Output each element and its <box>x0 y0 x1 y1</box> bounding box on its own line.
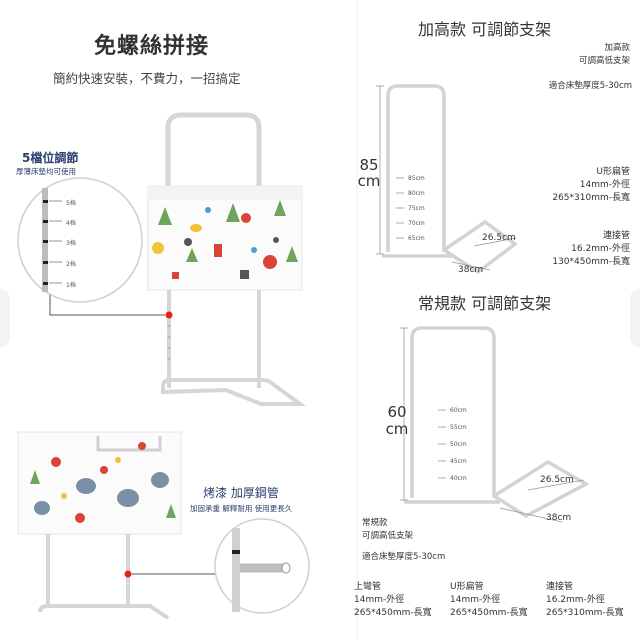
regular-tick-60: 60cm <box>450 407 467 414</box>
tall-tick-75: 75cm <box>408 205 425 212</box>
tall-tick-65: 65cm <box>408 235 425 242</box>
tall-height-unit: cm <box>357 172 381 190</box>
tall-spec2-size: 130*450mm-長寬 <box>552 257 630 267</box>
regular-height-unit: cm <box>385 420 409 438</box>
hero-subtitle: 簡約快速安裝，不費力，一招搞定 <box>53 71 241 86</box>
tall-spec1-size: 265*310mm-長寬 <box>552 193 630 203</box>
bedrail-product-bottom <box>17 431 215 620</box>
regular-tick-40: 40cm <box>450 475 467 482</box>
regular-spec1-dia: 14mm-外徑 <box>354 595 405 605</box>
tall-spec2-dia: 16.2mm-外徑 <box>571 244 630 254</box>
regular-spec1-size: 265*450mm-長寬 <box>354 608 432 618</box>
tall-tick-80: 80cm <box>408 190 425 197</box>
tall-spec1-dia: 14mm-外徑 <box>579 180 630 190</box>
regular-spec2-size: 265*450mm-長寬 <box>450 608 528 618</box>
regular-height-number: 60 <box>387 403 407 421</box>
adjust-level-5: 5档 <box>66 200 76 207</box>
adjust-level-2: 2档 <box>66 261 76 268</box>
adjust-subtitle: 厚薄床墊均可使用 <box>16 167 76 176</box>
carousel-prev-button[interactable] <box>0 288 10 348</box>
regular-base-width: 26.5cm <box>540 475 574 485</box>
tall-spec2-name: 連接管 <box>602 231 630 241</box>
regular-base-depth: 38cm <box>546 513 572 523</box>
tall-title: 加高款 可調節支架 <box>418 20 552 39</box>
regular-tick-45: 45cm <box>450 458 467 465</box>
tall-bracket-dimensions <box>376 85 517 271</box>
regular-tick-50: 50cm <box>450 441 467 448</box>
adjust-level-3: 3档 <box>66 240 76 247</box>
tall-base-depth: 38cm <box>458 265 484 275</box>
regular-bracket-diagram <box>404 326 590 519</box>
adjust-level-1: 1档 <box>66 282 76 289</box>
regular-title: 常規款 可調節支架 <box>418 294 552 313</box>
tall-label-line1: 加高款 <box>604 43 630 53</box>
tall-tick-70: 70cm <box>408 220 425 227</box>
regular-spec2-name: U形扁管 <box>450 582 484 592</box>
carousel-next-button[interactable] <box>630 288 640 348</box>
tall-bracket-diagram <box>382 84 518 275</box>
tall-base-width: 26.5cm <box>482 233 516 243</box>
hero-title: 免螺絲拼接 <box>94 34 210 59</box>
tall-height-number: 85 <box>359 156 379 174</box>
regular-label-line2: 可調高低支架 <box>362 531 414 541</box>
regular-tick-55: 55cm <box>450 424 467 431</box>
adjust-title: 5檔位調節 <box>22 151 79 165</box>
regular-spec3-name: 連接管 <box>546 582 574 592</box>
paint-title: 烤漆 加厚鋼管 <box>203 486 279 500</box>
tall-suitable: 適合床墊厚度5-30cm <box>548 81 632 91</box>
adjust-level-4: 4档 <box>66 220 76 227</box>
tall-label-line2: 可調高低支架 <box>578 56 630 66</box>
paint-subtitle: 加固承重 解釋耐用 使用更長久 <box>190 504 293 513</box>
regular-spec1-name: 上彎管 <box>354 582 382 592</box>
regular-spec3-dia: 16.2mm-外徑 <box>546 595 605 605</box>
regular-bracket-dimensions <box>400 327 585 523</box>
regular-suitable: 適合床墊厚度5-30cm <box>362 552 446 562</box>
regular-spec2-dia: 14mm-外徑 <box>450 595 501 605</box>
regular-spec3-size: 265*310mm-長寬 <box>546 608 624 618</box>
adjust-callout <box>17 177 143 303</box>
tube-callout <box>214 518 310 614</box>
tall-tick-85: 85cm <box>408 175 425 182</box>
tall-spec1-name: U形扁管 <box>596 167 630 177</box>
regular-label-line1: 常規款 <box>362 518 388 528</box>
